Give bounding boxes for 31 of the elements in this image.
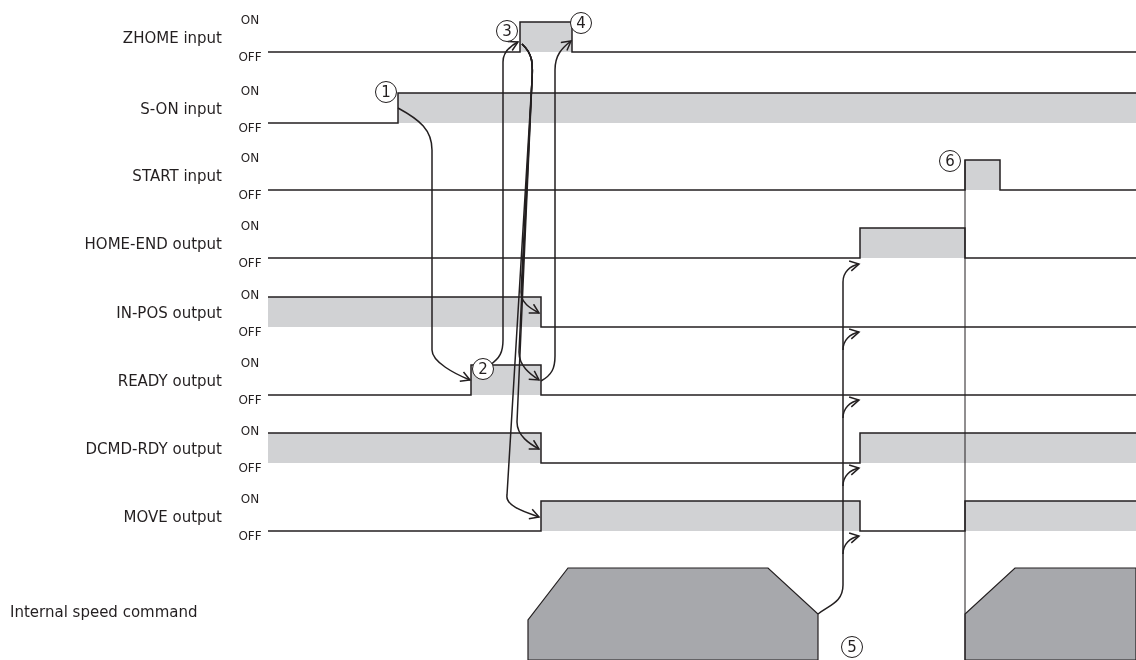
signal-name: READY output: [117, 373, 222, 389]
level-label: OFF: [238, 462, 262, 474]
callout-number: 2: [472, 358, 494, 380]
signal-name: DCMD-RDY output: [85, 441, 222, 457]
level-label: ON: [240, 289, 260, 301]
level-label: OFF: [238, 326, 262, 338]
level-label: OFF: [238, 394, 262, 406]
signal-name: S-ON input: [140, 101, 222, 117]
callout-number: 1: [375, 81, 397, 103]
level-label: ON: [240, 14, 260, 26]
callout-number: 3: [496, 20, 518, 42]
level-label: ON: [240, 357, 260, 369]
signal-name: MOVE output: [123, 509, 222, 525]
callout-number: 5: [841, 636, 863, 658]
level-label: OFF: [238, 122, 262, 134]
signal-name: ZHOME input: [122, 30, 222, 46]
callout-number: 4: [570, 12, 592, 34]
level-label: ON: [240, 493, 260, 505]
level-label: ON: [240, 220, 260, 232]
level-label: ON: [240, 152, 260, 164]
signal-name: IN-POS output: [116, 305, 222, 321]
signal-name: Internal speed command: [10, 604, 198, 620]
level-label: OFF: [238, 51, 262, 63]
signal-name: START input: [132, 168, 222, 184]
signal-name: HOME-END output: [84, 236, 222, 252]
callout-number: 6: [939, 150, 961, 172]
level-label: OFF: [238, 189, 262, 201]
level-label: OFF: [238, 530, 262, 542]
level-label: OFF: [238, 257, 262, 269]
level-label: ON: [240, 85, 260, 97]
level-label: ON: [240, 425, 260, 437]
